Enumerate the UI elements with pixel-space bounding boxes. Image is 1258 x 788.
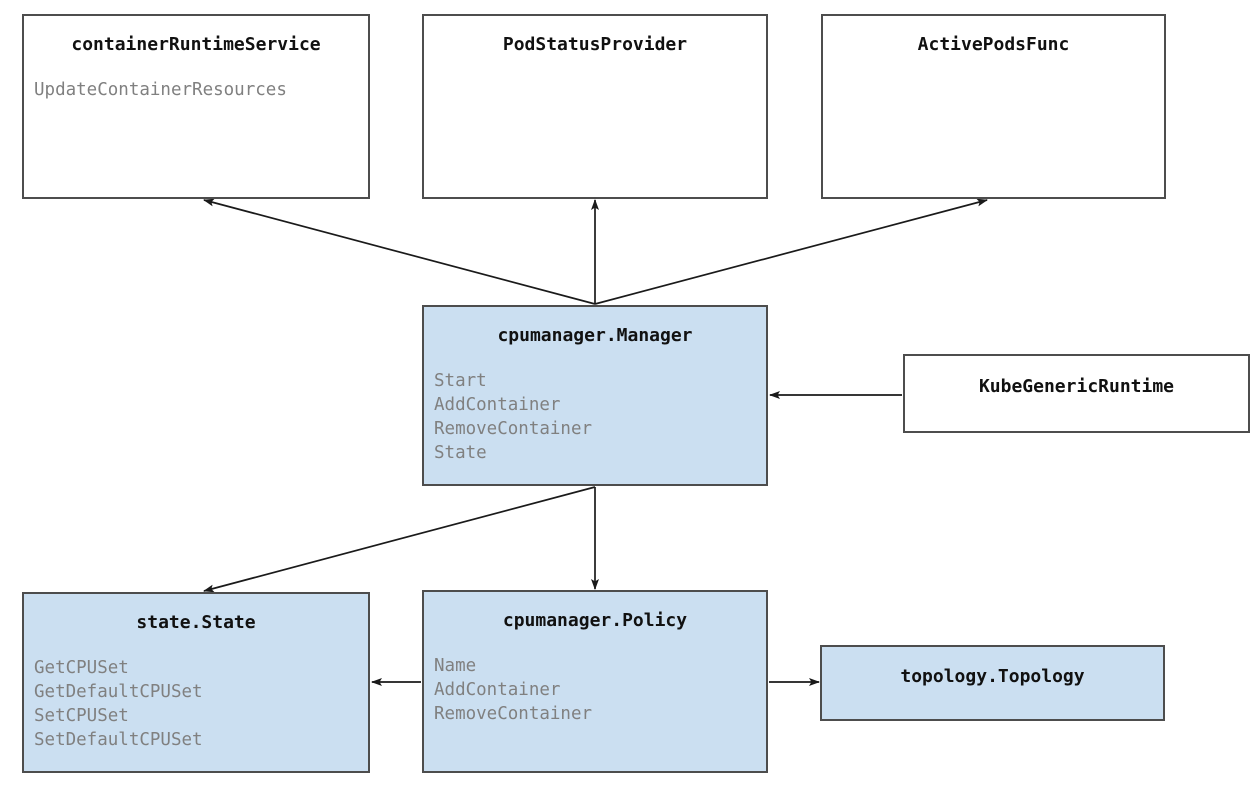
member-row: AddContainer bbox=[434, 680, 561, 700]
node-kube-generic-runtime[interactable]: KubeGenericRuntime bbox=[903, 354, 1250, 433]
node-title: state.State bbox=[136, 612, 256, 633]
node-cpumanager-manager[interactable]: cpumanager.Manager Start AddContainer Re… bbox=[422, 305, 768, 486]
node-container-runtime-service[interactable]: containerRuntimeService UpdateContainerR… bbox=[22, 14, 370, 199]
node-members: GetCPUSet GetDefaultCPUSet SetCPUSet Set… bbox=[24, 656, 368, 752]
node-active-pods-func[interactable]: ActivePodsFunc bbox=[821, 14, 1166, 199]
node-topology-topology[interactable]: topology.Topology bbox=[820, 645, 1165, 721]
node-title: PodStatusProvider bbox=[502, 34, 688, 55]
node-title: containerRuntimeService bbox=[71, 34, 321, 55]
edge-manager-to-state-state bbox=[203, 486, 596, 593]
member-row: GetDefaultCPUSet bbox=[34, 682, 203, 702]
member-row: Start bbox=[434, 371, 487, 391]
node-members: Start AddContainer RemoveContainer State bbox=[424, 369, 766, 465]
node-members: Name AddContainer RemoveContainer bbox=[424, 654, 766, 726]
node-title: KubeGenericRuntime bbox=[978, 376, 1175, 397]
member-row: RemoveContainer bbox=[434, 704, 593, 724]
node-cpumanager-policy[interactable]: cpumanager.Policy Name AddContainer Remo… bbox=[422, 590, 768, 773]
member-row: Name bbox=[434, 656, 477, 676]
member-row: AddContainer bbox=[434, 395, 561, 415]
node-title: ActivePodsFunc bbox=[917, 34, 1070, 55]
member-row: SetCPUSet bbox=[34, 706, 129, 726]
edge-manager-to-active-pods-func bbox=[594, 198, 988, 305]
node-title: topology.Topology bbox=[900, 666, 1085, 687]
edge-manager-to-container-runtime-service bbox=[203, 198, 596, 305]
member-row: GetCPUSet bbox=[34, 658, 129, 678]
node-title: cpumanager.Policy bbox=[502, 610, 688, 631]
node-pod-status-provider[interactable]: PodStatusProvider bbox=[422, 14, 768, 199]
member-row: RemoveContainer bbox=[434, 419, 593, 439]
member-row: SetDefaultCPUSet bbox=[34, 730, 203, 750]
member-row: State bbox=[434, 443, 487, 463]
member-row: UpdateContainerResources bbox=[34, 80, 287, 100]
node-members: UpdateContainerResources bbox=[24, 78, 368, 102]
node-title: cpumanager.Manager bbox=[497, 325, 693, 346]
node-state-state[interactable]: state.State GetCPUSet GetDefaultCPUSet S… bbox=[22, 592, 370, 773]
